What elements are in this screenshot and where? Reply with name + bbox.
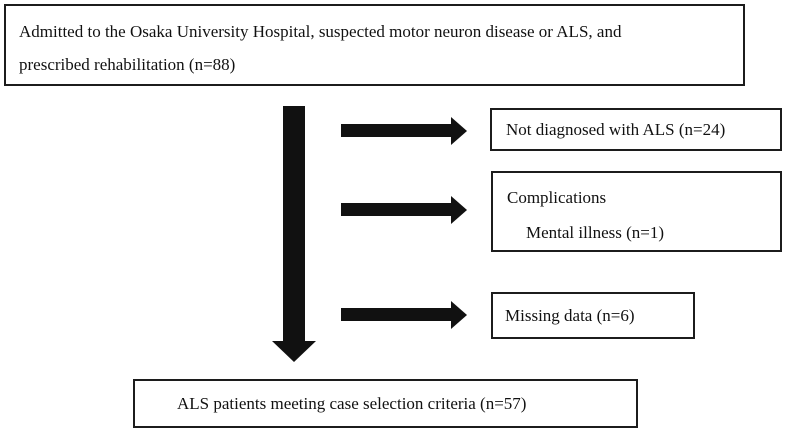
branch-arrow-1-head — [451, 117, 467, 145]
admitted-box-line-2: prescribed rehabilitation (n=88) — [19, 55, 236, 74]
exclusion-box-complications: Complications Mental illness (n=1) — [491, 171, 782, 252]
exclusion-box-not-diagnosed: Not diagnosed with ALS (n=24) — [490, 108, 782, 151]
exclusion-box-missing-data: Missing data (n=6) — [491, 292, 695, 339]
branch-arrow-3-head — [451, 301, 467, 329]
admitted-box: Admitted to the Osaka University Hospita… — [4, 4, 745, 86]
branch-arrow-2-head — [451, 196, 467, 224]
exclusion-complications-title: Complications — [507, 188, 607, 207]
exclusion-not-diagnosed-text: Not diagnosed with ALS (n=24) — [506, 119, 726, 139]
down-arrow-head — [272, 341, 316, 362]
exclusion-missing-data-text: Missing data (n=6) — [505, 305, 635, 325]
admitted-box-line-1: Admitted to the Osaka University Hospita… — [19, 22, 622, 41]
result-box: ALS patients meeting case selection crit… — [133, 379, 638, 428]
down-arrow-shaft — [283, 106, 305, 342]
branch-arrow-2-shaft — [341, 203, 451, 216]
branch-arrow-3-shaft — [341, 308, 451, 321]
exclusion-complications-detail: Mental illness (n=1) — [526, 223, 665, 242]
branch-arrow-1-shaft — [341, 124, 451, 137]
result-box-text: ALS patients meeting case selection crit… — [177, 393, 527, 413]
